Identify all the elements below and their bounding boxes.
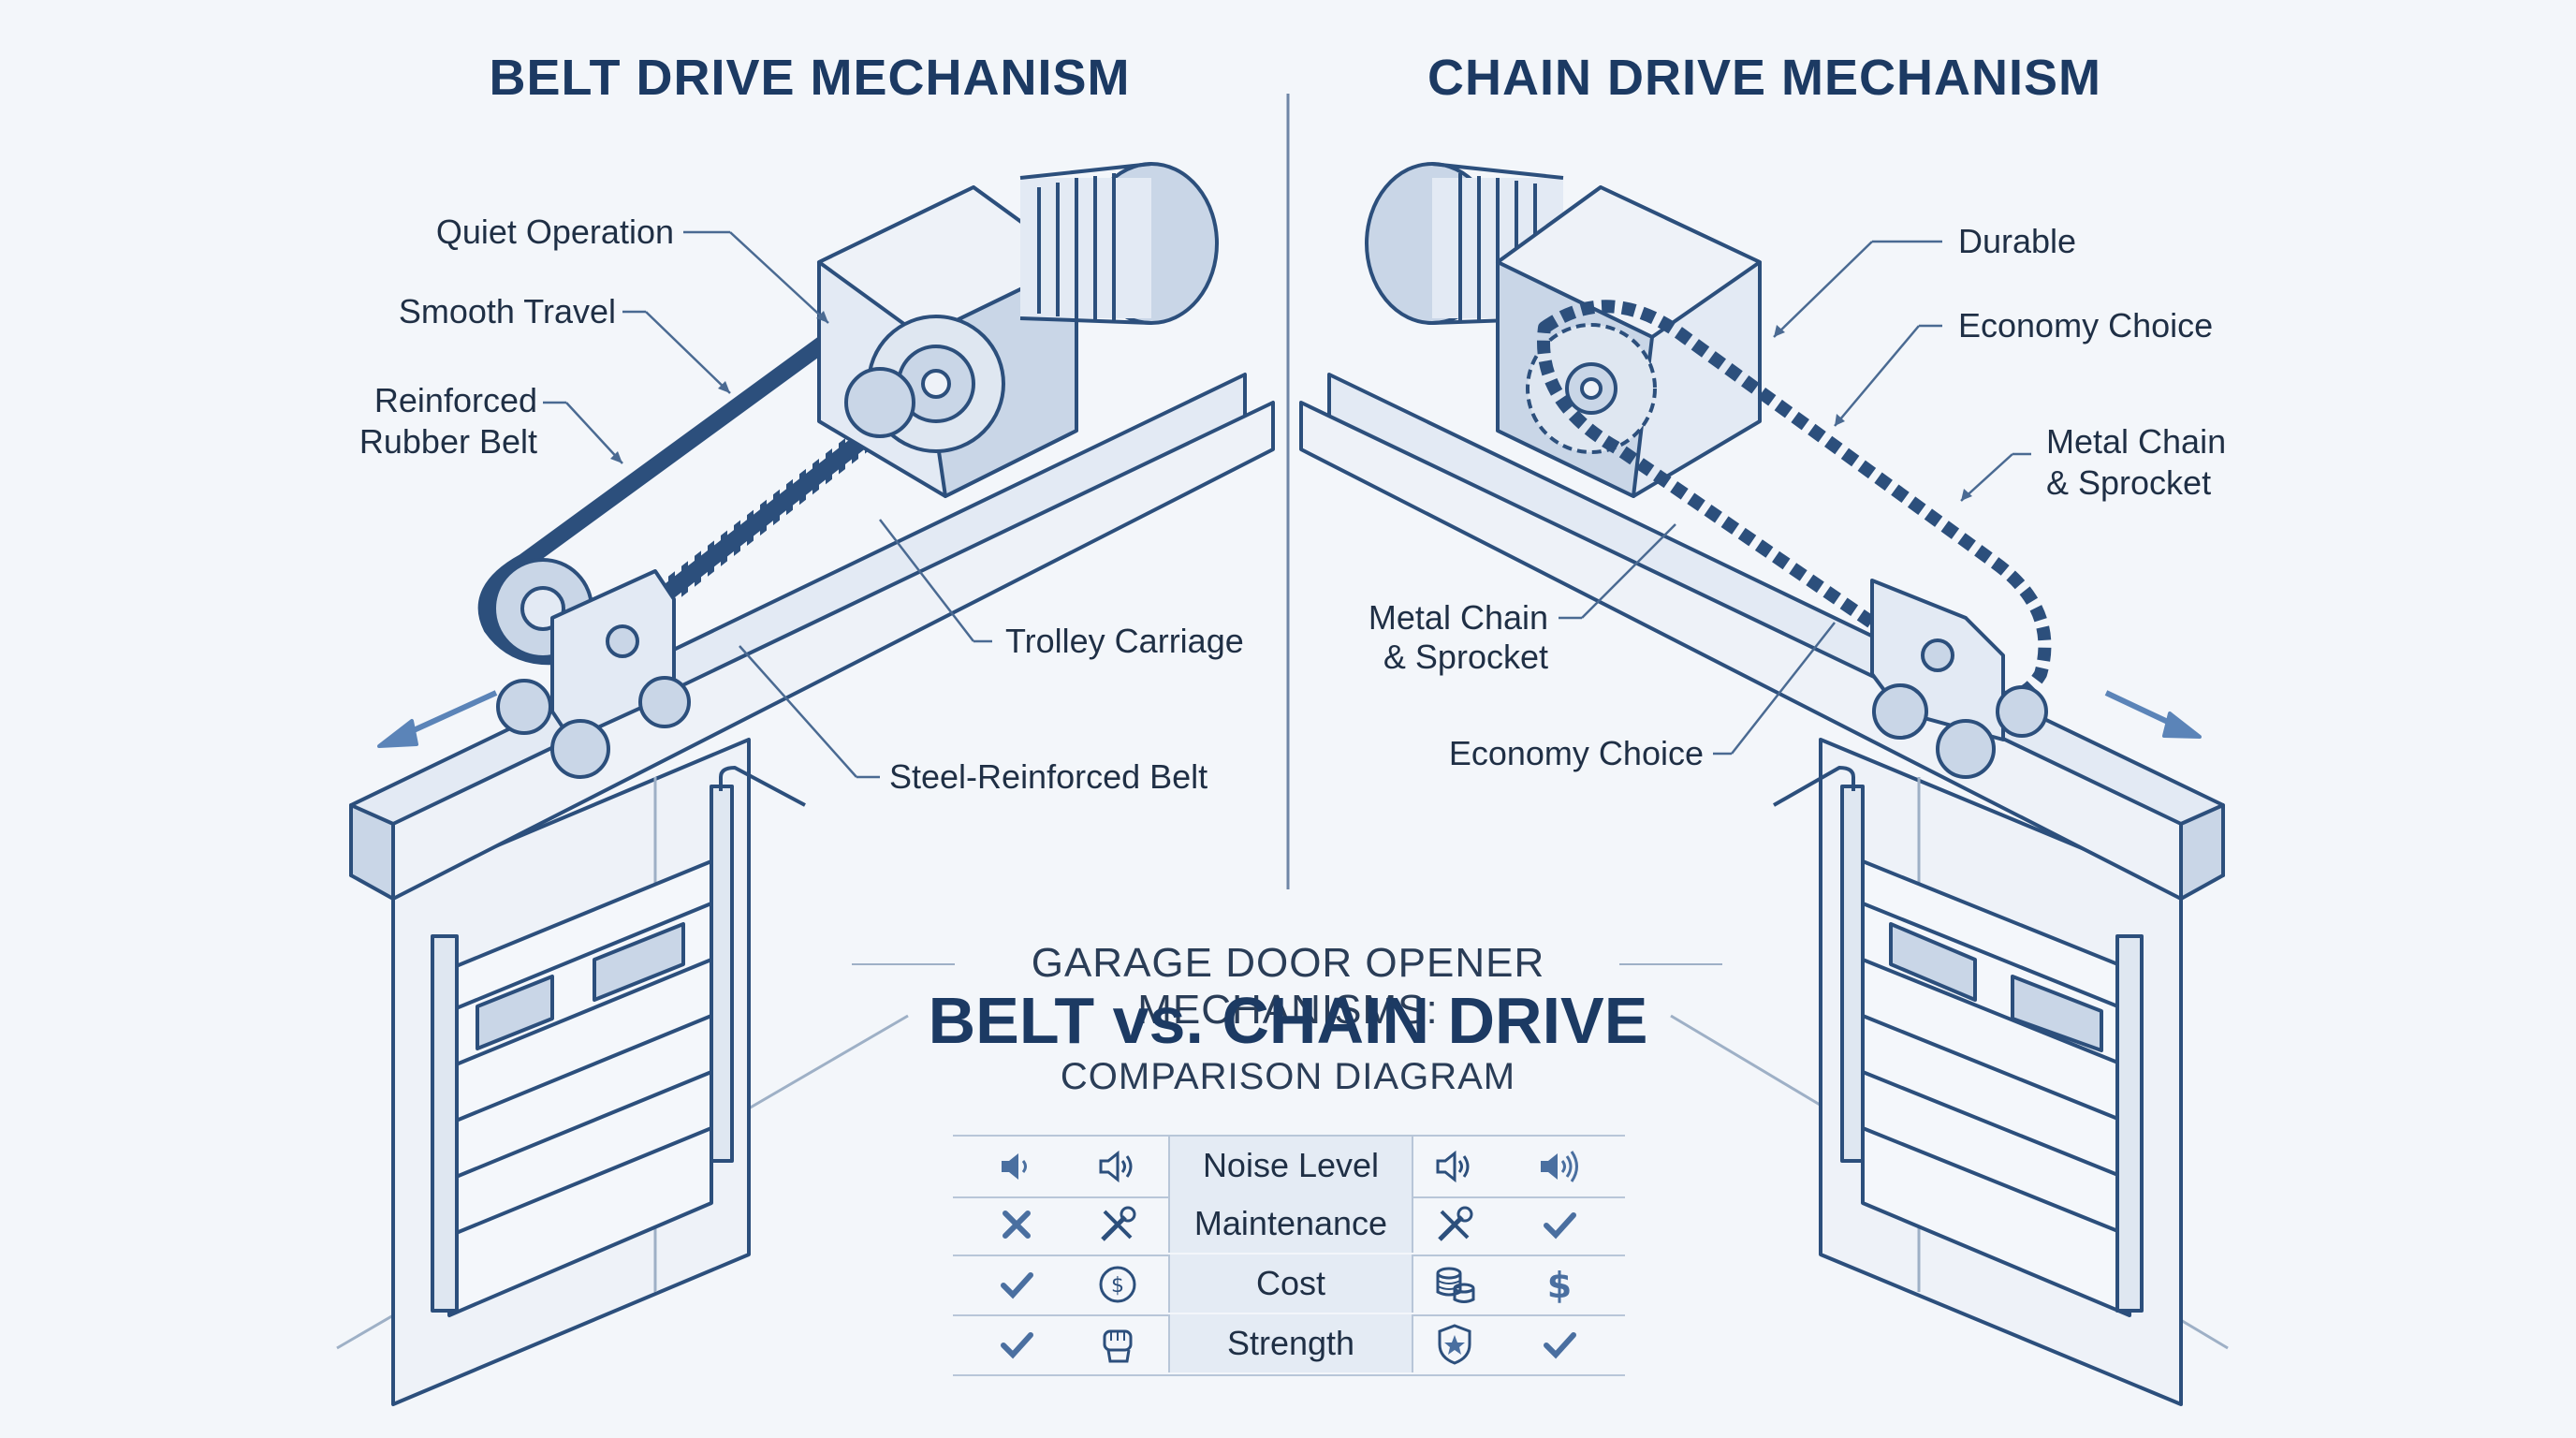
label-quiet-operation: Quiet Operation bbox=[435, 213, 674, 251]
comparison-label-noise: Noise Level bbox=[1168, 1137, 1413, 1195]
label-trolley-carriage: Trolley Carriage bbox=[1005, 622, 1244, 660]
comparison-row-strength: Strength bbox=[953, 1314, 1625, 1376]
belt-drive-group bbox=[349, 162, 1275, 1406]
label-reinforced-rubber-belt-2: Rubber Belt bbox=[359, 422, 537, 461]
chain-drive-group bbox=[1299, 162, 2225, 1406]
svg-text:$: $ bbox=[1547, 1265, 1572, 1306]
dollar-coin-icon: $ bbox=[1099, 1266, 1136, 1303]
x-mark-icon bbox=[1003, 1211, 1031, 1239]
speaker-loud-icon bbox=[1541, 1151, 1578, 1182]
speaker-wave-icon bbox=[1099, 1150, 1133, 1183]
label-steel-reinforced-belt: Steel-Reinforced Belt bbox=[889, 757, 1208, 796]
comparison-label-cost: Cost bbox=[1168, 1255, 1413, 1313]
comparison-table: Noise Level Maintenance $ Cost $ Strengt… bbox=[953, 1135, 1625, 1376]
label-metal-chain-sprocket-right-1: Metal Chain bbox=[2046, 422, 2227, 461]
belt-drive-title: BELT DRIVE MECHANISM bbox=[489, 50, 1131, 106]
label-metal-chain-sprocket-left-2: & Sprocket bbox=[1383, 638, 1548, 676]
coin-stack-icon bbox=[1436, 1267, 1475, 1303]
label-metal-chain-sprocket-right-2: & Sprocket bbox=[2046, 463, 2212, 502]
chain-loop bbox=[1537, 300, 2052, 704]
check-icon bbox=[1544, 1212, 1576, 1240]
label-economy-choice-bottom: Economy Choice bbox=[1448, 734, 1704, 772]
chain-drive-title: CHAIN DRIVE MECHANISM bbox=[1427, 50, 2102, 106]
heading-sub: COMPARISON DIAGRAM bbox=[1060, 1056, 1516, 1097]
shield-star-icon bbox=[1438, 1324, 1471, 1365]
label-economy-choice-top: Economy Choice bbox=[1958, 306, 2214, 345]
label-metal-chain-sprocket-left-1: Metal Chain bbox=[1368, 598, 1548, 637]
comparison-row-cost: $ Cost $ bbox=[953, 1255, 1625, 1316]
comparison-label-maintenance: Maintenance bbox=[1168, 1195, 1413, 1253]
comparison-row-noise: Noise Level bbox=[953, 1135, 1625, 1198]
fist-icon bbox=[1103, 1329, 1133, 1363]
tools-icon bbox=[1101, 1206, 1136, 1241]
comparison-row-maintenance: Maintenance bbox=[953, 1195, 1625, 1256]
check-icon bbox=[1544, 1332, 1576, 1359]
speaker-wave-icon bbox=[1436, 1150, 1470, 1183]
tools-icon bbox=[1438, 1206, 1473, 1241]
dollar-sign-icon: $ bbox=[1547, 1265, 1572, 1306]
check-icon bbox=[1001, 1272, 1033, 1299]
label-durable: Durable bbox=[1958, 222, 2077, 260]
check-icon bbox=[1001, 1332, 1033, 1359]
label-smooth-travel: Smooth Travel bbox=[398, 292, 616, 330]
speaker-low-icon bbox=[1002, 1153, 1027, 1180]
svg-text:$: $ bbox=[1111, 1274, 1124, 1298]
comparison-label-strength: Strength bbox=[1168, 1314, 1413, 1372]
label-reinforced-rubber-belt-1: Reinforced bbox=[373, 381, 537, 419]
heading-top: GARAGE DOOR OPENER MECHANISMS: bbox=[1031, 940, 1545, 1033]
heading-main: BELT vs. CHAIN DRIVE bbox=[928, 984, 1648, 1057]
